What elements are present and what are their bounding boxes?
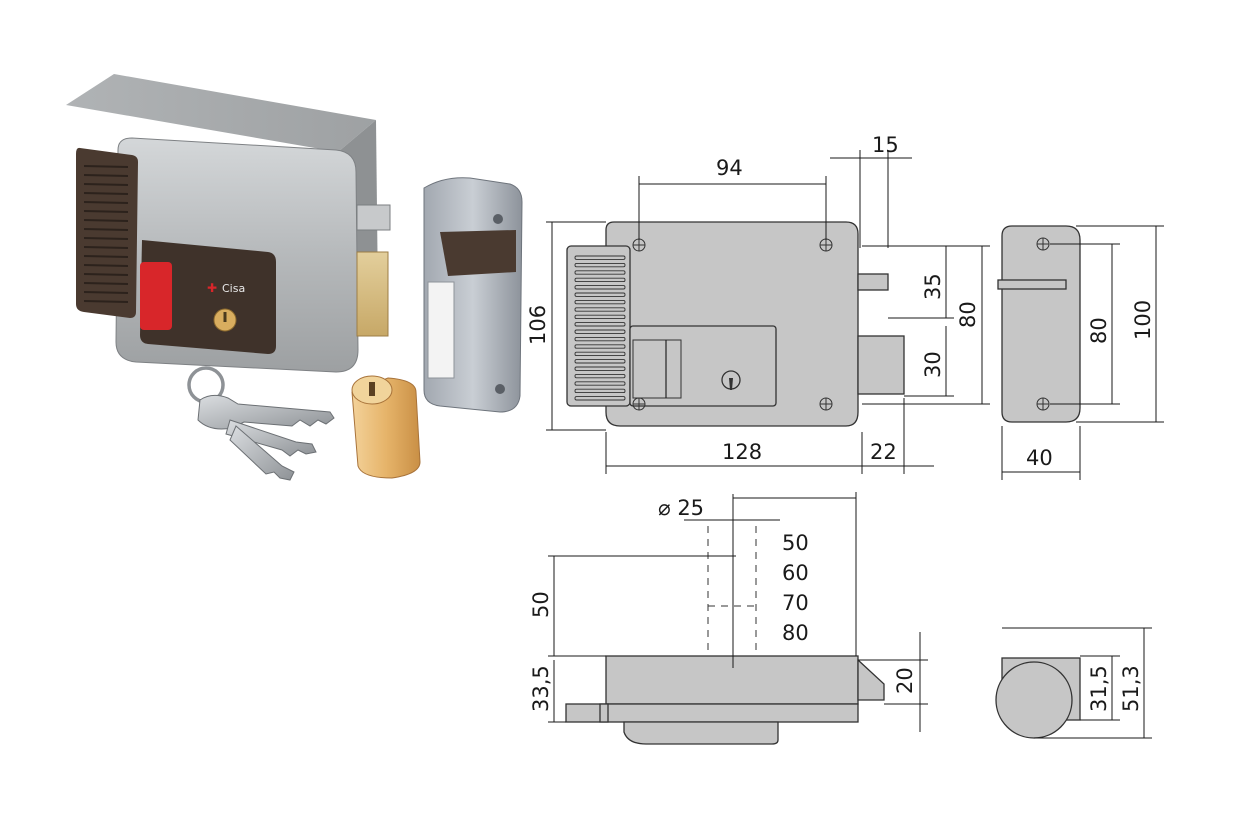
dim-diameter-label: ⌀ 25 [658, 496, 704, 520]
brand-label: Cisa [222, 282, 245, 295]
grip-rib [83, 255, 129, 258]
grip-rib [83, 237, 129, 240]
top-view-drawing: ⌀ 25 50 60 70 80 50 33,5 20 [529, 492, 928, 745]
dim-128-label: 128 [722, 440, 762, 464]
front-grip-rib [574, 322, 626, 327]
grip-rib [83, 165, 129, 168]
front-grip-rib [574, 314, 626, 320]
front-keyhole-slot [729, 378, 733, 390]
front-grip-rib [574, 344, 626, 349]
front-dead-bolt [857, 335, 905, 395]
grip-rib [83, 228, 129, 231]
dim-35-label: 35 [921, 273, 945, 300]
dim-30-label: 30 [921, 351, 945, 378]
cylinder-length-60: 60 [782, 561, 809, 585]
front-grip-rib [574, 307, 626, 312]
grip-ribs [83, 165, 129, 303]
end-cylinder-circle [995, 661, 1073, 739]
strike-roller [440, 230, 516, 276]
side-dim-100-label: 100 [1131, 300, 1155, 340]
grip-rib [83, 174, 129, 177]
end-dim-51-3-label: 51,3 [1119, 665, 1143, 712]
grip-rib [83, 192, 129, 195]
top-dim-33-5-label: 33,5 [529, 665, 553, 712]
front-grip-rib [574, 270, 626, 275]
dim-106-label: 106 [526, 305, 550, 345]
front-grip-rib [574, 381, 626, 386]
front-grip-rib [574, 351, 626, 357]
front-grip-rib [574, 255, 626, 260]
strike-plate-photo [423, 177, 523, 413]
front-latch-bolt [857, 273, 889, 291]
cylinder-length-50: 50 [782, 531, 809, 555]
dim-22-label: 22 [870, 440, 897, 464]
cylinder-length-80: 80 [782, 621, 809, 645]
dead-bolt [356, 251, 389, 337]
grip-rib [83, 291, 129, 294]
front-button [632, 339, 682, 399]
keyhole [223, 312, 227, 322]
dim-15-label: 15 [872, 133, 899, 157]
top-dim-20-label: 20 [893, 667, 917, 694]
side-bolt-slot [997, 279, 1067, 290]
strike-screw-hole-top [493, 214, 503, 224]
front-grip-rib [574, 292, 626, 297]
front-grip-rib [574, 299, 626, 305]
grip-rib [83, 219, 129, 222]
top-dim-50-label: 50 [529, 591, 553, 618]
side-view-drawing: 80 100 40 [997, 225, 1164, 480]
front-grip-rib [574, 262, 626, 268]
keys-photo [187, 366, 335, 481]
strike-slot [427, 281, 455, 379]
top-base-plate [565, 703, 859, 723]
grip-rib [83, 246, 129, 249]
front-grip-rib [574, 285, 626, 290]
front-button-panel [629, 325, 777, 407]
cylinder-photo [351, 375, 421, 479]
front-grip-rib [574, 336, 626, 342]
grip-rib [83, 210, 129, 213]
side-dim-80-label: 80 [1087, 317, 1111, 344]
front-grip-rib [574, 277, 626, 283]
dim-80-label: 80 [956, 301, 980, 328]
grip-rib [83, 201, 129, 204]
grip-rib [83, 300, 129, 303]
front-grip-rib [574, 359, 626, 364]
grip-rib [83, 183, 129, 186]
brand-logo-mark: ✚ [207, 281, 217, 295]
grip-rib [83, 264, 129, 267]
front-grip-rib [574, 388, 626, 394]
top-plate-lip [599, 703, 609, 723]
front-view-drawing: 94 15 106 35 30 80 128 22 [526, 133, 990, 474]
strike-screw-hole-bottom [495, 384, 505, 394]
key-3 [229, 425, 295, 481]
front-grip-rib [574, 373, 626, 379]
lock-top-plate [66, 74, 376, 152]
grip-rib [83, 282, 129, 285]
side-housing [1001, 225, 1081, 423]
end-dim-31-5-label: 31,5 [1087, 665, 1111, 712]
top-latch [857, 658, 885, 701]
top-grip [623, 721, 779, 745]
side-dim-40-label: 40 [1026, 446, 1053, 470]
end-view-drawing: 31,5 51,3 [995, 627, 1152, 739]
grip-rib [83, 273, 129, 276]
key-1 [197, 394, 335, 430]
cylinder-keyway [369, 382, 375, 396]
cylinder-length-70: 70 [782, 591, 809, 615]
front-grip-rib [574, 396, 626, 401]
front-grip-rib [574, 329, 626, 334]
front-screw-holes [632, 238, 833, 411]
top-housing [605, 655, 859, 705]
latch-bolt [356, 204, 391, 231]
button-housing [140, 240, 276, 354]
lock-photo: Cisa ✚ [66, 74, 391, 373]
front-grip-ribs [574, 255, 626, 401]
release-button [140, 262, 172, 330]
front-grip-rib [574, 366, 626, 371]
dim-94-label: 94 [716, 156, 743, 180]
